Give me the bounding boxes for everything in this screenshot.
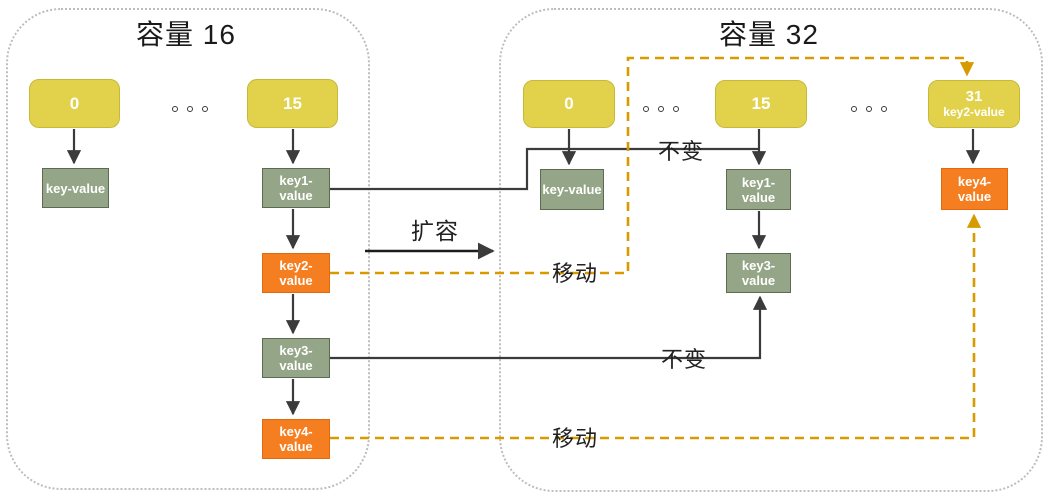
node-key-value-left: key-value — [42, 168, 109, 208]
bucket-15-right: 15 — [715, 80, 807, 128]
unchanged-label-key3: 不变 — [660, 347, 708, 372]
node-key4-value-left: key4-value — [262, 419, 330, 459]
move-label-key2: 移动 — [551, 261, 599, 286]
capacity-16-title: 容量 16 — [136, 19, 236, 50]
node-key1-value-right: key1-value — [726, 169, 791, 210]
node-key3-value-right: key3-value — [726, 253, 791, 293]
bucket-31-number: 31 — [965, 88, 983, 106]
bucket-31-key2-label: key2-value — [943, 104, 1005, 119]
expand-label: 扩容 — [411, 218, 459, 244]
node-key1-value-left: key1-value — [262, 168, 330, 208]
node-key2-value-left: key2-value — [262, 253, 330, 293]
ellipsis-right-2 — [851, 106, 887, 112]
unchanged-label-key1: 不变 — [657, 139, 705, 164]
node-key3-value-left: key3-value — [262, 338, 330, 378]
bucket-31-right: 31 key2-value — [928, 80, 1020, 128]
bucket-0-right: 0 — [523, 80, 615, 128]
capacity-32-title: 容量 32 — [719, 19, 819, 50]
bucket-15-left: 15 — [247, 79, 338, 128]
move-label-key4: 移动 — [551, 426, 599, 451]
node-key-value-right: key-value — [540, 169, 604, 210]
ellipsis-right-1 — [643, 106, 679, 112]
bucket-0-left: 0 — [29, 79, 120, 128]
ellipsis-left — [172, 106, 208, 112]
node-key4-value-right: key4-value — [941, 168, 1008, 210]
